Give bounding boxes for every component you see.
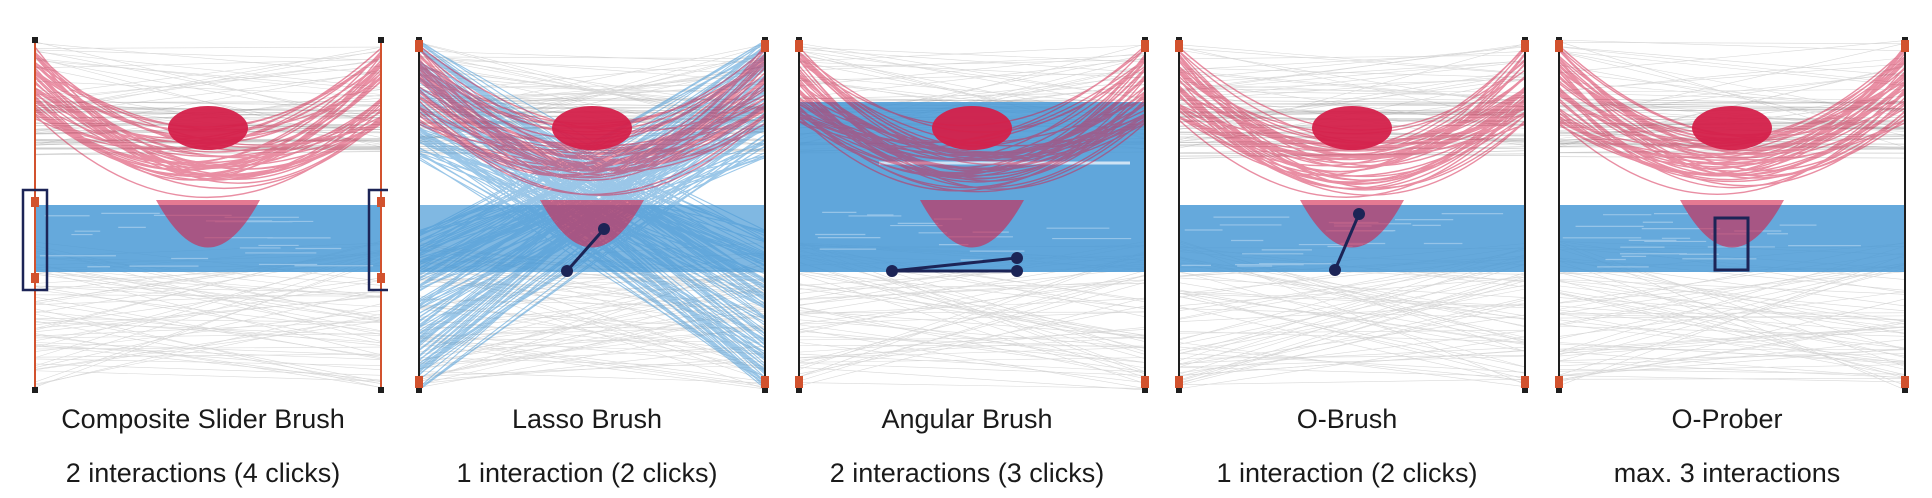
panel-3: Angular Brush 2 interactions (3 clicks) (782, 0, 1152, 498)
panel-title: Angular Brush (881, 404, 1053, 434)
left-axis[interactable] (415, 37, 423, 393)
dense-cluster (932, 106, 1012, 150)
right-axis[interactable] (761, 37, 769, 393)
highlighted-lines (798, 45, 1146, 193)
slider-brackets-icon[interactable] (21, 188, 388, 292)
angle-lines-icon[interactable] (886, 252, 1023, 277)
left-axis[interactable] (32, 37, 38, 393)
parallel-coordinates-plot[interactable] (1542, 0, 1912, 400)
right-axis[interactable] (1901, 37, 1909, 393)
panel-5: O-Prober max. 3 interactions (1542, 0, 1912, 498)
parallel-coordinates-plot[interactable] (1162, 0, 1532, 400)
panel-title: Lasso Brush (511, 404, 663, 434)
panel-subtitle: 1 interaction (2 clicks) (1216, 458, 1478, 488)
panel-title: O-Brush (1296, 404, 1398, 434)
dense-funnel (540, 200, 644, 248)
panel-1: Composite Slider Brush 2 interactions (4 … (18, 0, 388, 498)
panel-4: O-Brush 1 interaction (2 clicks) (1162, 0, 1532, 498)
background-polylines (1178, 43, 1526, 390)
dense-funnel (1300, 200, 1404, 248)
stroke-line-icon[interactable] (1329, 208, 1365, 276)
panel-subtitle: max. 3 interactions (1613, 458, 1841, 488)
lasso-line-icon[interactable] (561, 223, 610, 277)
dense-cluster (552, 106, 632, 150)
left-axis[interactable] (1555, 37, 1563, 393)
parallel-coordinates-plot[interactable] (782, 0, 1152, 400)
right-axis[interactable] (378, 37, 384, 393)
right-axis[interactable] (1141, 37, 1149, 393)
dense-funnel (156, 200, 260, 248)
right-axis[interactable] (1521, 37, 1529, 393)
panel-subtitle: 1 interaction (2 clicks) (456, 458, 718, 488)
panel-2: Lasso Brush 1 interaction (2 clicks) (402, 0, 772, 498)
dense-funnel (920, 200, 1024, 248)
dense-cluster (168, 106, 248, 150)
parallel-coordinates-plot[interactable] (18, 0, 388, 400)
probe-rectangle-icon[interactable] (1713, 216, 1750, 272)
dense-funnel (1680, 200, 1784, 248)
parallel-coordinates-plot[interactable] (402, 0, 772, 400)
panel-title: Composite Slider Brush (61, 404, 345, 434)
panel-subtitle: 2 interactions (3 clicks) (829, 458, 1105, 488)
panel-title: O-Prober (1671, 404, 1783, 434)
left-axis[interactable] (795, 37, 803, 393)
panel-subtitle: 2 interactions (4 clicks) (65, 458, 341, 488)
dense-cluster (1692, 106, 1772, 150)
left-axis[interactable] (1175, 37, 1183, 393)
dense-cluster (1312, 106, 1392, 150)
